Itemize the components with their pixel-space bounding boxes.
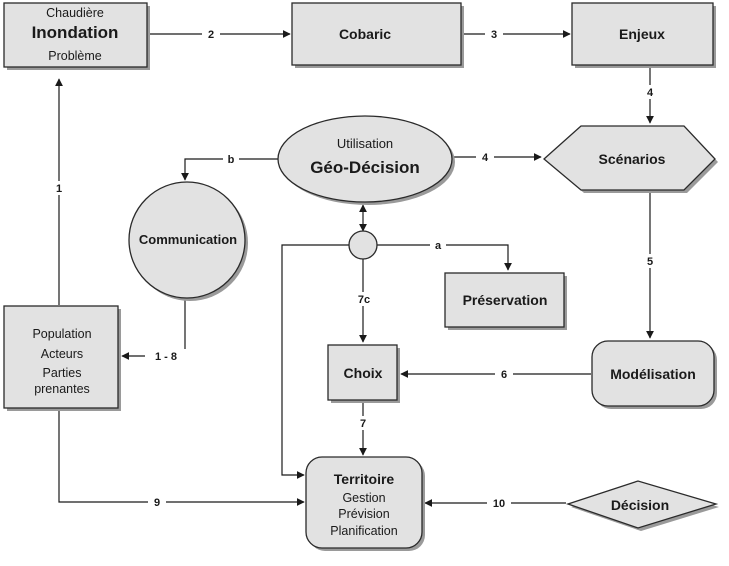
node-territoire: Territoire Gestion Prévision Planificati… [305, 456, 425, 551]
node-utilisation: Utilisation Géo-Décision [277, 115, 455, 205]
edge-label-4-vertical: 4 [647, 87, 654, 99]
edge-label-4-horizontal: 4 [482, 152, 489, 164]
edge-population-territoire [58, 409, 305, 506]
edge-label-10: 10 [493, 498, 505, 510]
node-enjeux: Enjeux [571, 2, 716, 68]
choix-label: Choix [344, 365, 383, 381]
edge-junction-preservation [377, 244, 512, 271]
node-choix: Choix [327, 344, 400, 403]
node-cobaric: Cobaric [291, 2, 464, 68]
territoire-line-1: Gestion [342, 491, 385, 505]
territoire-line-3: Planification [330, 524, 397, 538]
scenarios-label: Scénarios [599, 151, 666, 167]
population-line-4: prenantes [34, 382, 90, 396]
edge-label-1: 1 [56, 183, 62, 195]
node-population: Population Acteurs Parties prenantes [3, 305, 121, 411]
communication-label: Communication [139, 232, 237, 247]
edge-communication-population [121, 300, 186, 360]
inondation-top-text: Chaudière [46, 6, 104, 20]
node-inondation: Chaudière Inondation Problème [3, 2, 150, 70]
edge-label-9: 9 [154, 497, 160, 509]
utilisation-main-text: Géo-Décision [310, 158, 420, 177]
edge-label-3: 3 [491, 29, 497, 41]
edge-label-1-8: 1 - 8 [155, 351, 177, 363]
utilisation-top-text: Utilisation [337, 136, 393, 151]
node-decision: Décision [565, 480, 719, 531]
edge-label-7c: 7c [358, 294, 370, 306]
inondation-main-text: Inondation [32, 23, 119, 42]
edge-label-7: 7 [360, 418, 366, 430]
edge-junction-territoire [281, 244, 349, 479]
population-line-2: Acteurs [41, 347, 83, 361]
preservation-label: Préservation [463, 292, 548, 308]
node-communication: Communication [128, 181, 248, 301]
population-line-3: Parties [43, 366, 82, 380]
enjeux-label: Enjeux [619, 26, 665, 42]
edge-label-5: 5 [647, 256, 653, 268]
junction-node [348, 230, 378, 260]
edge-utilisation-communication [181, 158, 282, 181]
node-scenarios: Scénarios [543, 125, 718, 193]
edge-label-b: b [228, 154, 235, 166]
decision-label: Décision [611, 497, 669, 513]
territoire-line-2: Prévision [338, 507, 389, 521]
cobaric-label: Cobaric [339, 26, 391, 42]
edge-labels: 2 3 4 4 b 1 5 a 7c 1 - 8 6 7 9 10 [50, 27, 659, 510]
modelisation-label: Modélisation [610, 366, 696, 382]
edge-label-a: a [435, 240, 442, 252]
population-line-1: Population [32, 327, 91, 341]
edge-label-6: 6 [501, 369, 507, 381]
edge-label-2: 2 [208, 29, 214, 41]
territoire-main-text: Territoire [334, 471, 395, 487]
node-preservation: Préservation [444, 272, 567, 330]
node-modelisation: Modélisation [591, 340, 717, 409]
inondation-bottom-text: Problème [48, 49, 102, 63]
